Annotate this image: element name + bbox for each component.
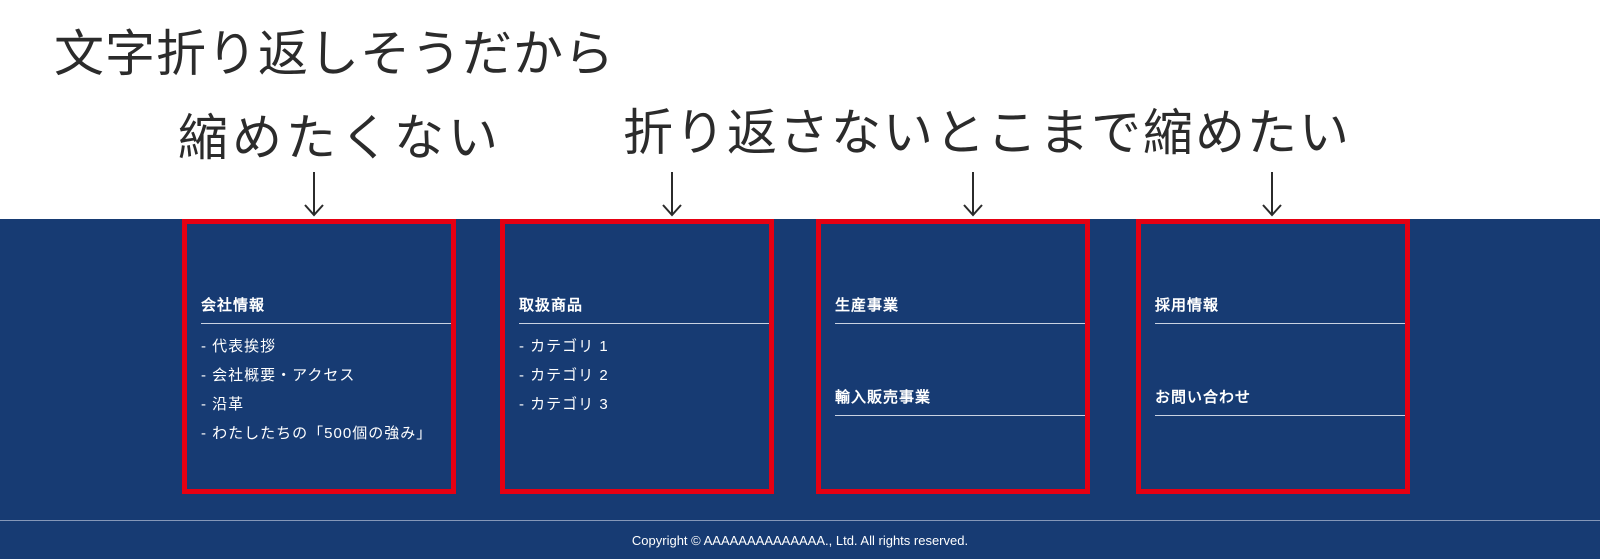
footer-link-greeting[interactable]: 代表挨拶 xyxy=(201,332,432,361)
footer-list-company: 代表挨拶 会社概要・アクセス 沿革 わたしたちの「500個の強み」 xyxy=(201,332,432,448)
footer-heading-contact[interactable]: お問い合わせ xyxy=(1155,387,1405,416)
down-arrow-icon xyxy=(1257,172,1287,218)
footer-link-category-3[interactable]: カテゴリ 3 xyxy=(519,390,609,419)
footer-column-recruit: 採用情報 お問い合わせ xyxy=(1136,219,1410,494)
footer-heading-recruit[interactable]: 採用情報 xyxy=(1155,295,1405,324)
footer-heading-products[interactable]: 取扱商品 xyxy=(519,295,769,324)
down-arrow-icon xyxy=(299,172,329,218)
footer-link-category-2[interactable]: カテゴリ 2 xyxy=(519,361,609,390)
footer-link-category-1[interactable]: カテゴリ 1 xyxy=(519,332,609,361)
footer-column-company: 会社情報 代表挨拶 会社概要・アクセス 沿革 わたしたちの「500個の強み」 xyxy=(182,219,456,494)
annotation-title: 文字折り返しそうだから xyxy=(54,25,615,83)
annotation-label-shrink-until-wrap: 折り返さないとこまで縮めたい xyxy=(623,104,1351,162)
footer-column-business: 生産事業 輸入販売事業 xyxy=(816,219,1090,494)
footer-link-history[interactable]: 沿革 xyxy=(201,390,432,419)
footer-heading-production[interactable]: 生産事業 xyxy=(835,295,1085,324)
footer-link-strengths[interactable]: わたしたちの「500個の強み」 xyxy=(201,419,432,448)
footer-divider xyxy=(0,520,1600,521)
footer-list-products: カテゴリ 1 カテゴリ 2 カテゴリ 3 xyxy=(519,332,609,419)
down-arrow-icon xyxy=(958,172,988,218)
footer-link-company-overview[interactable]: 会社概要・アクセス xyxy=(201,361,432,390)
footer-heading-import-sales[interactable]: 輸入販売事業 xyxy=(835,387,1085,416)
copyright-text: Copyright © AAAAAAAAAAAAAA., Ltd. All ri… xyxy=(631,533,969,548)
annotation-label-no-shrink: 縮めたくない xyxy=(178,109,502,167)
down-arrow-icon xyxy=(657,172,687,218)
footer-heading-company[interactable]: 会社情報 xyxy=(201,295,451,324)
footer-column-products: 取扱商品 カテゴリ 1 カテゴリ 2 カテゴリ 3 xyxy=(500,219,774,494)
